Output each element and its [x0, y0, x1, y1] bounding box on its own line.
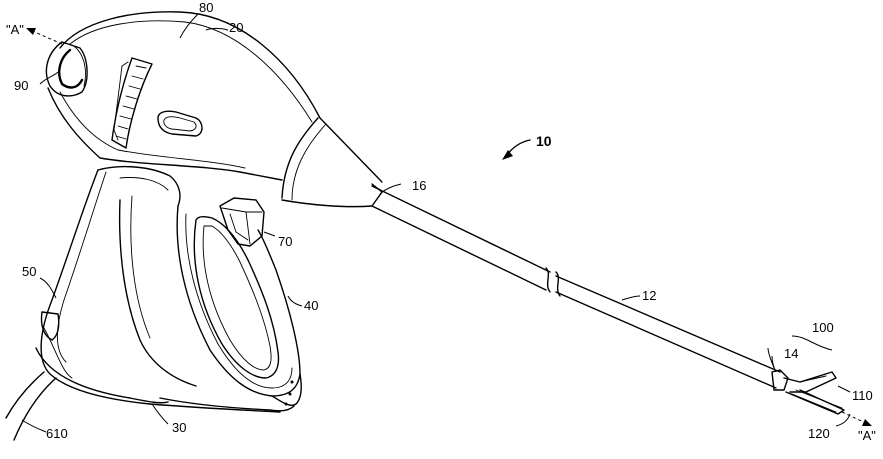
handle-30 — [36, 167, 280, 412]
label-100: 100 — [812, 320, 834, 335]
label-40: 40 — [304, 298, 318, 313]
label-80: 80 — [199, 0, 213, 15]
shaft-12 — [372, 186, 780, 388]
release-lever-70 — [220, 198, 264, 246]
label-90: 90 — [14, 78, 28, 93]
rotation-wheel-80 — [112, 58, 152, 148]
label-axis-a-proximal: "A" — [6, 22, 24, 37]
label-110: 110 — [852, 388, 873, 403]
label-120: 120 — [808, 426, 830, 441]
label-10: 10 — [536, 133, 552, 149]
label-70: 70 — [278, 234, 292, 249]
label-50: 50 — [22, 264, 36, 279]
axis-a-indicators — [26, 28, 872, 426]
rear-knob-90 — [46, 42, 87, 96]
label-14: 14 — [784, 346, 798, 361]
end-effector-100 — [772, 370, 844, 414]
label-axis-a-distal: "A" — [858, 428, 876, 443]
housing-20 — [48, 12, 382, 207]
label-610: 610 — [46, 426, 68, 441]
label-30: 30 — [172, 420, 186, 435]
label-16: 16 — [412, 178, 426, 193]
label-20: 20 — [229, 20, 243, 35]
side-button — [158, 111, 202, 136]
label-12: 12 — [642, 288, 656, 303]
